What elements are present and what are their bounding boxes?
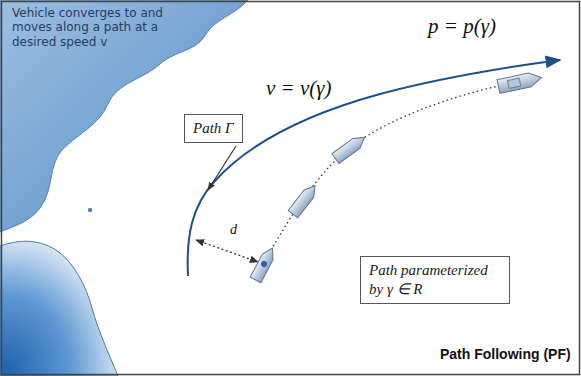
position-label: p = p(γ)	[428, 14, 496, 39]
trajectory	[266, 84, 508, 258]
note-box: Path parameterized by γ ∈ R	[360, 256, 510, 304]
vehicle	[250, 245, 277, 282]
figure-title: Path Following (PF)	[440, 346, 571, 363]
speed-label: v = v(γ)	[266, 76, 332, 101]
leader-line	[208, 146, 236, 190]
caption-note: Vehicle converges to and moves along a p…	[12, 6, 202, 49]
box-text: Path Γ	[193, 119, 234, 138]
coastline	[0, 241, 118, 376]
coastline	[0, 0, 248, 232]
box-text: Path parameterized by γ ∈ R	[369, 261, 501, 299]
vehicle	[288, 182, 320, 218]
distance-arrow	[196, 240, 258, 262]
vehicle	[332, 133, 368, 164]
path-label-box: Path Γ	[184, 114, 243, 143]
islet	[88, 208, 92, 212]
vehicle	[497, 71, 543, 94]
distance-label: d	[230, 222, 237, 239]
path-curve	[188, 60, 560, 276]
